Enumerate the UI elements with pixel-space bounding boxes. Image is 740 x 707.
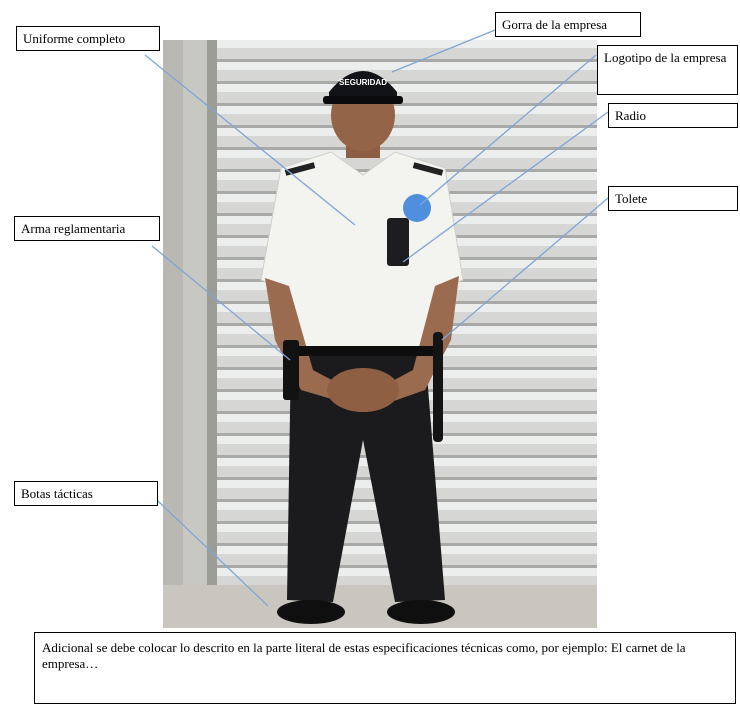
label-logotipo: Logotipo de la empresa [597, 45, 738, 95]
footer-note: Adicional se debe colocar lo descrito en… [34, 632, 736, 704]
guard-photo: SEGURIDAD [163, 40, 597, 628]
label-uniforme: Uniforme completo [16, 26, 160, 51]
footer-text: Adicional se debe colocar lo descrito en… [42, 640, 686, 671]
cap-text: SEGURIDAD [339, 78, 387, 87]
label-tolete: Tolete [608, 186, 738, 211]
label-gorra: Gorra de la empresa [495, 12, 641, 37]
label-arma: Arma reglamentaria [14, 216, 160, 241]
label-radio: Radio [608, 103, 738, 128]
label-botas: Botas tácticas [14, 481, 158, 506]
guard-illustration: SEGURIDAD [163, 40, 597, 628]
